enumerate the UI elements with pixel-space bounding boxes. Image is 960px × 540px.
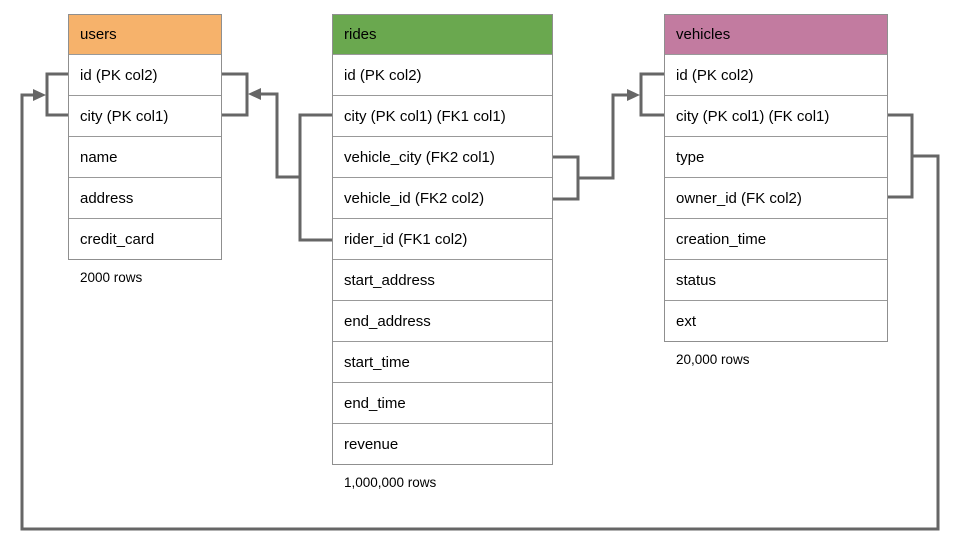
users-right-bracket: [222, 72, 249, 117]
column-row-vehicles: status: [665, 259, 887, 300]
vehicles-right-bracket: [888, 113, 914, 199]
column-row-rides: revenue: [333, 423, 552, 464]
table-rides-columns: id (PK col2)city (PK col1) (FK1 col1)veh…: [333, 54, 552, 464]
table-vehicles-box: vehicles id (PK col2)city (PK col1) (FK …: [664, 14, 888, 342]
column-row-vehicles: ext: [665, 300, 887, 341]
rides-right-bracket: [553, 155, 580, 201]
column-row-rides: end_time: [333, 382, 552, 423]
column-row-vehicles: owner_id (FK col2): [665, 177, 887, 218]
column-row-vehicles: type: [665, 136, 887, 177]
connector-rides-to-users: [261, 92, 300, 179]
column-row-users: city (PK col1): [69, 95, 221, 136]
table-users-header: users: [69, 15, 221, 54]
vehicles-left-bracket: [639, 72, 664, 117]
column-row-vehicles: id (PK col2): [665, 54, 887, 95]
table-rides-rowcount: 1,000,000 rows: [344, 475, 437, 490]
column-row-rides: rider_id (FK1 col2): [333, 218, 552, 259]
arrowhead-rides-to-vehicles: [627, 89, 640, 101]
column-row-users: address: [69, 177, 221, 218]
table-vehicles-rowcount: 20,000 rows: [676, 352, 750, 367]
column-row-rides: vehicle_city (FK2 col1): [333, 136, 552, 177]
column-row-rides: start_address: [333, 259, 552, 300]
column-row-users: name: [69, 136, 221, 177]
connector-vehicles-to-users: [20, 93, 940, 531]
column-row-vehicles: creation_time: [665, 218, 887, 259]
column-row-rides: id (PK col2): [333, 54, 552, 95]
connector-rides-to-vehicles: [578, 93, 627, 180]
column-row-users: credit_card: [69, 218, 221, 259]
rides-left-bracket: [298, 113, 332, 242]
column-row-vehicles: city (PK col1) (FK col1): [665, 95, 887, 136]
column-row-rides: city (PK col1) (FK1 col1): [333, 95, 552, 136]
column-row-rides: start_time: [333, 341, 552, 382]
column-row-users: id (PK col2): [69, 54, 221, 95]
table-rides: rides id (PK col2)city (PK col1) (FK1 co…: [332, 14, 553, 490]
table-rides-header: rides: [333, 15, 552, 54]
arrowhead-rides-to-users: [248, 88, 261, 100]
table-vehicles-columns: id (PK col2)city (PK col1) (FK col1)type…: [665, 54, 887, 341]
table-rides-box: rides id (PK col2)city (PK col1) (FK1 co…: [332, 14, 553, 465]
arrowhead-vehicles-to-users: [33, 89, 46, 101]
table-users-rowcount: 2000 rows: [80, 270, 143, 285]
table-vehicles-header: vehicles: [665, 15, 887, 54]
table-vehicles: vehicles id (PK col2)city (PK col1) (FK …: [664, 14, 888, 367]
column-row-rides: end_address: [333, 300, 552, 341]
users-left-bracket: [45, 72, 68, 117]
column-row-rides: vehicle_id (FK2 col2): [333, 177, 552, 218]
